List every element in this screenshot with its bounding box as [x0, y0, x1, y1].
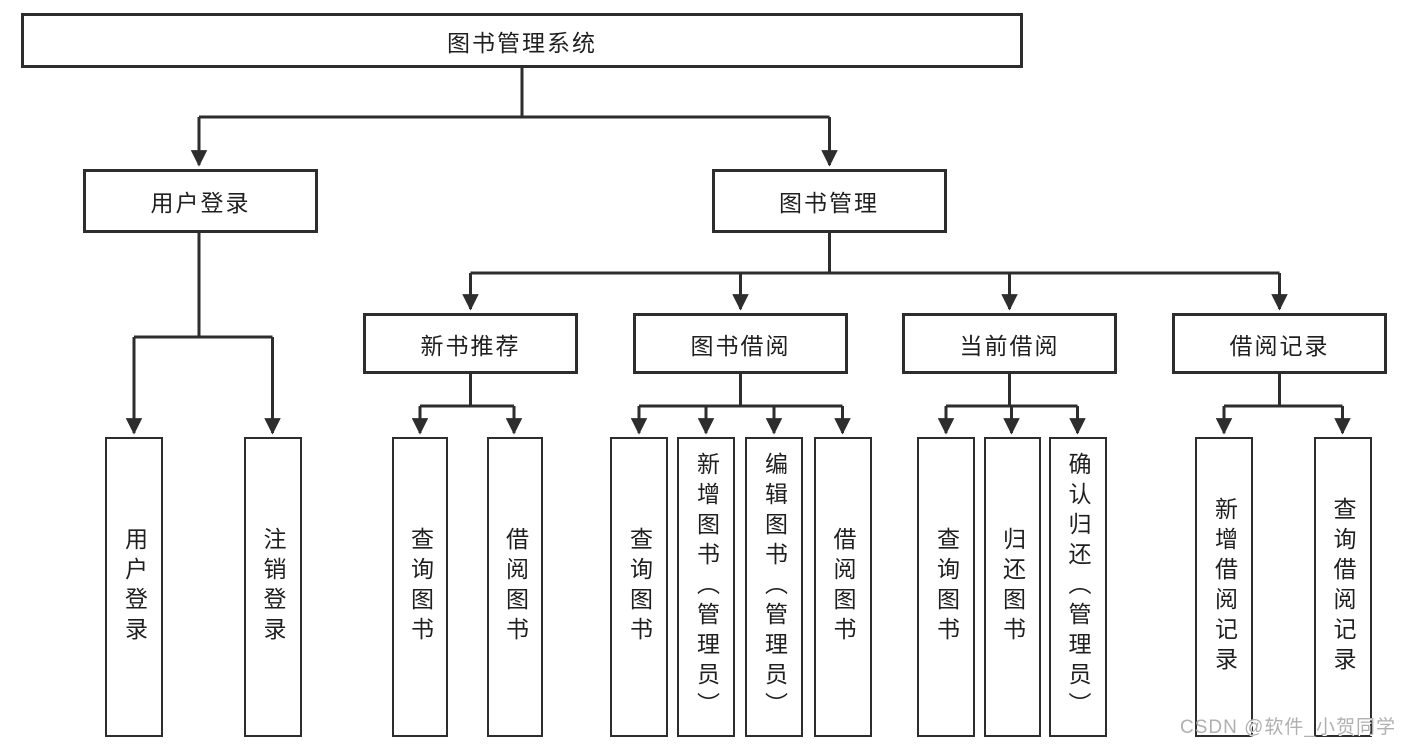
node-label: 用户登录	[150, 190, 251, 216]
node-label: 图书管理系统	[447, 29, 597, 56]
node-label: 借阅图书	[830, 527, 856, 647]
leaf-confirm-return-admin: 确认归还（管理员）	[1048, 437, 1107, 737]
leaf-return-books: 归还图书	[983, 437, 1041, 737]
node-label: 当前借阅	[959, 332, 1060, 359]
node-label: 确认归还（管理员）	[1065, 452, 1091, 722]
node-label: 编辑图书（管理员）	[761, 452, 788, 722]
leaf-borrow-books-recommend: 借阅图书	[487, 437, 543, 737]
node-user-login: 用户登录	[83, 169, 318, 233]
node-borrowing-records: 借阅记录	[1172, 313, 1387, 374]
leaf-add-borrow-record: 新增借阅记录	[1195, 437, 1253, 737]
node-label: 归还图书	[999, 527, 1026, 647]
node-label: 查询图书	[626, 527, 653, 647]
leaf-query-books-recommend: 查询图书	[392, 437, 448, 737]
node-label: 注销登录	[260, 527, 286, 647]
node-label: 查询图书	[407, 527, 434, 647]
leaf-edit-book-admin: 编辑图书（管理员）	[745, 437, 803, 737]
connector-login-group	[125, 233, 281, 435]
watermark: CSDN @软件_小贺同学	[1180, 717, 1396, 738]
connector-current-group	[937, 374, 1086, 435]
leaf-query-books-current: 查询图书	[917, 437, 975, 737]
node-label: 新书推荐	[420, 332, 521, 359]
node-label: 查询图书	[933, 527, 960, 647]
node-book-borrowing: 图书借阅	[633, 313, 848, 374]
node-label: 新增借阅记录	[1211, 497, 1238, 677]
node-label: 图书借阅	[690, 332, 791, 359]
node-label: 新增图书（管理员）	[693, 452, 720, 722]
connector-borrowing-group	[630, 374, 851, 435]
node-label: 借阅记录	[1229, 332, 1330, 359]
connector-management-group	[462, 233, 1288, 311]
node-new-book-recommendation: 新书推荐	[363, 313, 578, 374]
node-library-management-system: 图书管理系统	[21, 13, 1023, 68]
node-book-management: 图书管理	[711, 169, 947, 233]
node-label: 用户登录	[121, 527, 148, 647]
leaf-borrow-books-borrowing: 借阅图书	[813, 437, 872, 737]
connector-recommend-group	[411, 374, 523, 435]
node-label: 查询借阅记录	[1330, 497, 1356, 677]
connector-root-group	[190, 68, 838, 167]
node-label: 图书管理	[779, 190, 879, 216]
leaf-query-books-borrowing: 查询图书	[610, 437, 668, 737]
node-label: 借阅图书	[502, 527, 529, 647]
leaf-query-borrow-record: 查询借阅记录	[1313, 437, 1372, 737]
leaf-logout: 注销登录	[243, 437, 302, 737]
node-current-borrowing: 当前借阅	[902, 313, 1117, 374]
leaf-add-book-admin: 新增图书（管理员）	[677, 437, 735, 737]
connector-records-group	[1215, 374, 1351, 435]
leaf-user-login: 用户登录	[105, 437, 163, 737]
